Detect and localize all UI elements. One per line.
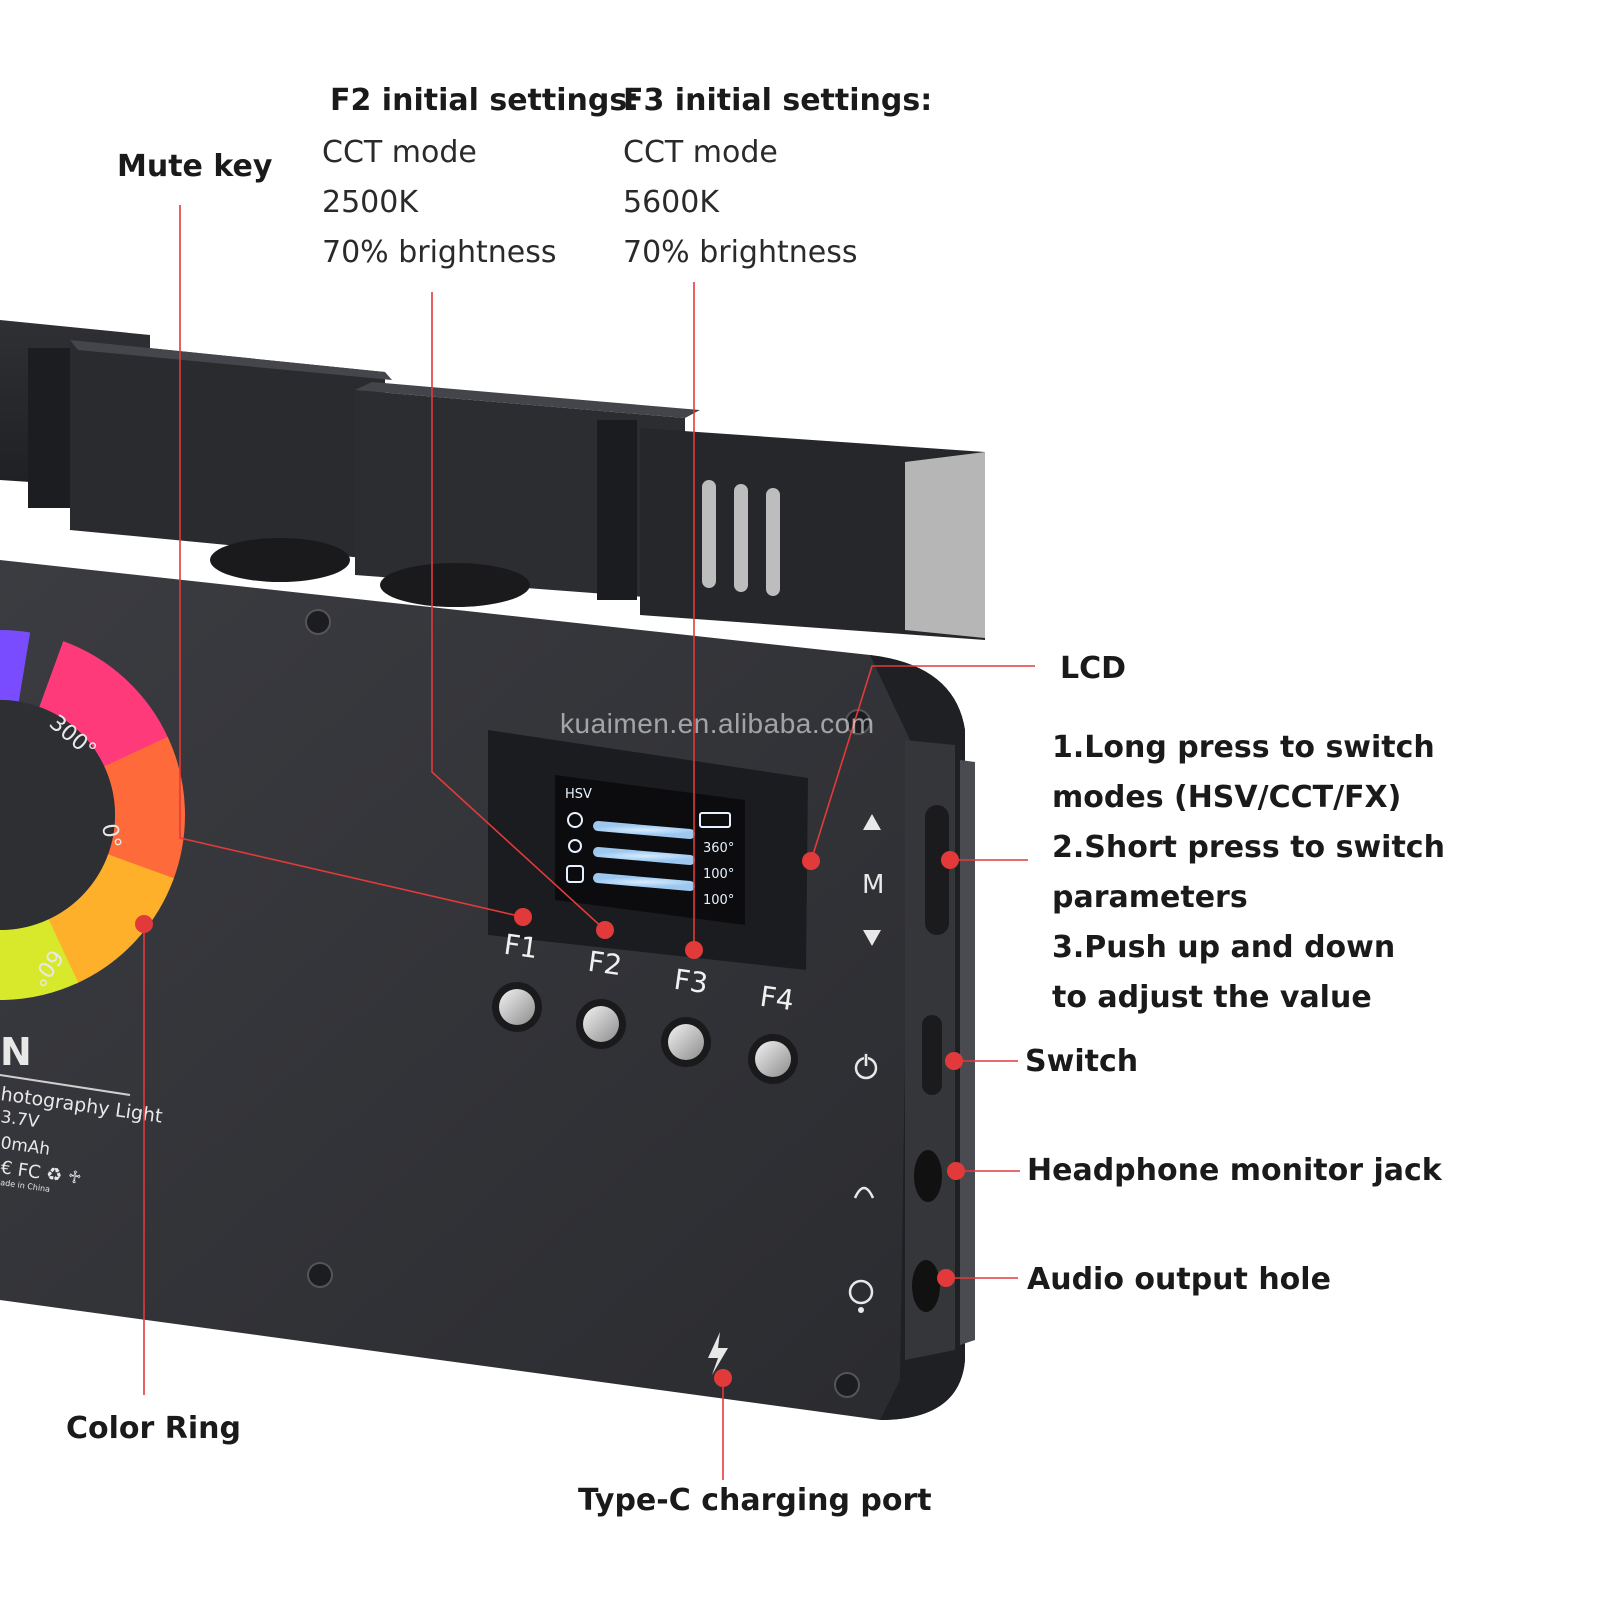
battery-icon xyxy=(699,812,731,828)
color-ring-label: Color Ring xyxy=(66,1411,241,1446)
power-icon xyxy=(854,1052,878,1080)
lcd-leader-dot xyxy=(802,852,820,870)
joystick-line-5: 3.Push up and down xyxy=(1052,930,1396,965)
mute-key-leader-dot xyxy=(514,908,532,926)
f2-settings-title: F2 initial settings: xyxy=(330,83,640,118)
up-arrow-icon xyxy=(863,814,881,830)
brand-letter: N xyxy=(0,1030,32,1074)
color-ring-leader-dot xyxy=(135,915,153,933)
leader-lines xyxy=(135,205,1035,1480)
audio-out-jack xyxy=(912,1260,940,1312)
lcd-panel: HSV 360° 100° 100° xyxy=(488,730,808,970)
f1-label: F1 xyxy=(501,927,541,966)
side-controls: M xyxy=(708,805,949,1375)
mute-key-leader xyxy=(179,205,524,918)
headphone-label: Headphone monitor jack xyxy=(1027,1153,1442,1188)
joystick-m-label: M xyxy=(862,870,884,900)
f3-setting-brightness: 70% brightness xyxy=(623,235,858,270)
down-arrow-icon xyxy=(863,930,881,946)
joystick-line-2: modes (HSV/CCT/FX) xyxy=(1052,780,1402,815)
f2-setting-brightness: 70% brightness xyxy=(322,235,557,270)
mute-key-label: Mute key xyxy=(117,149,273,184)
f3-leader-dot xyxy=(685,941,703,959)
mic-mount-pads xyxy=(210,538,530,607)
audio-out-leader-dot xyxy=(937,1269,955,1287)
lcd-value-1: 360° xyxy=(703,841,734,856)
f2-leader xyxy=(431,292,606,931)
f3-button xyxy=(668,1024,704,1060)
lcd-mode: HSV xyxy=(565,787,592,802)
f4-label: F4 xyxy=(757,979,797,1018)
f3-setting-temp: 5600K xyxy=(623,185,720,220)
joystick-line-1: 1.Long press to switch xyxy=(1052,730,1435,765)
type-c-leader-dot xyxy=(714,1369,732,1387)
mic-module-right xyxy=(640,428,985,640)
f3-settings-title: F3 initial settings: xyxy=(623,83,933,118)
function-buttons xyxy=(492,982,798,1084)
f2-label: F2 xyxy=(585,944,625,983)
mic-module-left xyxy=(0,320,392,560)
color-ring: 300° 0° 60° xyxy=(0,630,185,1000)
ring-label-0: 0° xyxy=(96,822,125,851)
f2-setting-mode: CCT mode xyxy=(322,135,477,170)
f2-button xyxy=(583,1006,619,1042)
light-body xyxy=(0,560,975,1420)
lightning-icon xyxy=(708,1332,728,1375)
audio-out-icon xyxy=(848,1279,874,1313)
joystick-line-6: to adjust the value xyxy=(1052,980,1372,1015)
f2-setting-temp: 2500K xyxy=(322,185,419,220)
joystick-wheel xyxy=(925,805,949,935)
lcd-value-2: 100° xyxy=(703,867,734,882)
watermark: kuaimen.en.alibaba.com xyxy=(560,708,875,739)
f3-setting-mode: CCT mode xyxy=(623,135,778,170)
lcd-leader xyxy=(810,665,1035,862)
joystick-instructions: 1.Long press to switch modes (HSV/CCT/FX… xyxy=(1052,723,1445,1023)
f4-button xyxy=(755,1041,791,1077)
type-c-label: Type-C charging port xyxy=(578,1483,932,1518)
headphone-jack xyxy=(914,1150,942,1202)
lcd-value-3: 100° xyxy=(703,893,734,908)
f3-settings-list: CCT mode 5600K 70% brightness xyxy=(623,128,857,278)
switch-label: Switch xyxy=(1025,1044,1139,1079)
headphone-leader-dot xyxy=(947,1162,965,1180)
f1-button xyxy=(499,989,535,1025)
joystick-line-3: 2.Short press to switch xyxy=(1052,830,1445,865)
audio-out-label: Audio output hole xyxy=(1027,1262,1331,1297)
f3-label: F3 xyxy=(671,962,711,1001)
f2-leader-dot xyxy=(596,921,614,939)
mic-module-center xyxy=(355,382,700,600)
headphone-icon xyxy=(853,1186,875,1199)
lcd-label: LCD xyxy=(1060,651,1127,686)
power-switch xyxy=(922,1015,942,1095)
f2-settings-list: CCT mode 2500K 70% brightness xyxy=(322,128,556,278)
joystick-leader-dot xyxy=(941,851,959,869)
joystick-line-4: parameters xyxy=(1052,880,1248,915)
switch-leader-dot xyxy=(945,1052,963,1070)
